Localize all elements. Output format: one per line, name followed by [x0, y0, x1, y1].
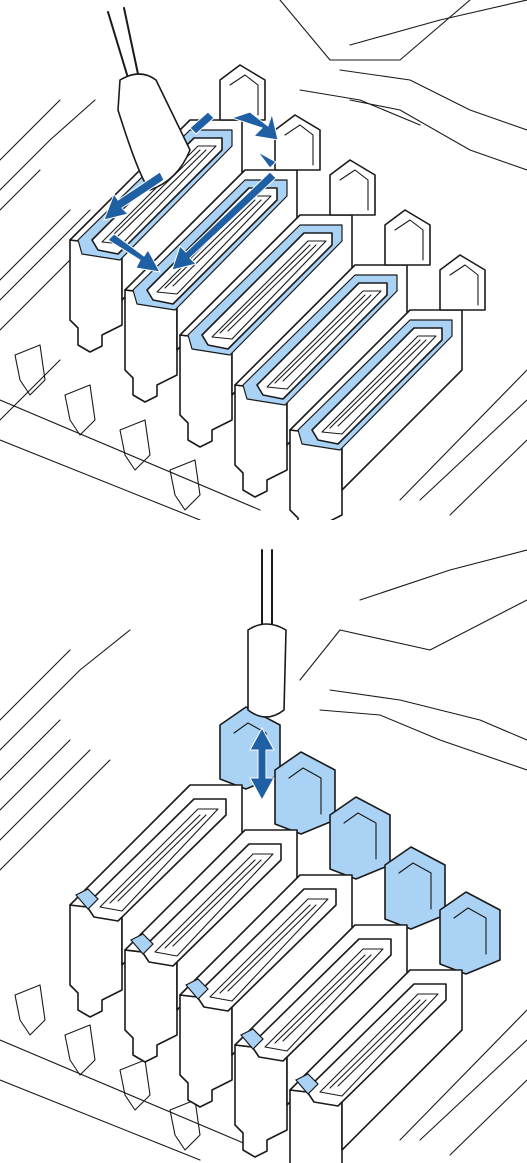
panel-wipe-wiper-guides	[0, 540, 527, 1163]
cap-unit-diagram-bottom	[0, 540, 527, 1163]
cap-row-bottom	[70, 707, 500, 1163]
panel-wipe-cap-edges	[0, 0, 527, 520]
cleaning-stick-icon	[248, 550, 286, 717]
cleaning-stick-icon	[108, 8, 190, 190]
cap-unit-diagram-top	[0, 0, 527, 520]
arrow-short-right-icon	[258, 152, 276, 168]
